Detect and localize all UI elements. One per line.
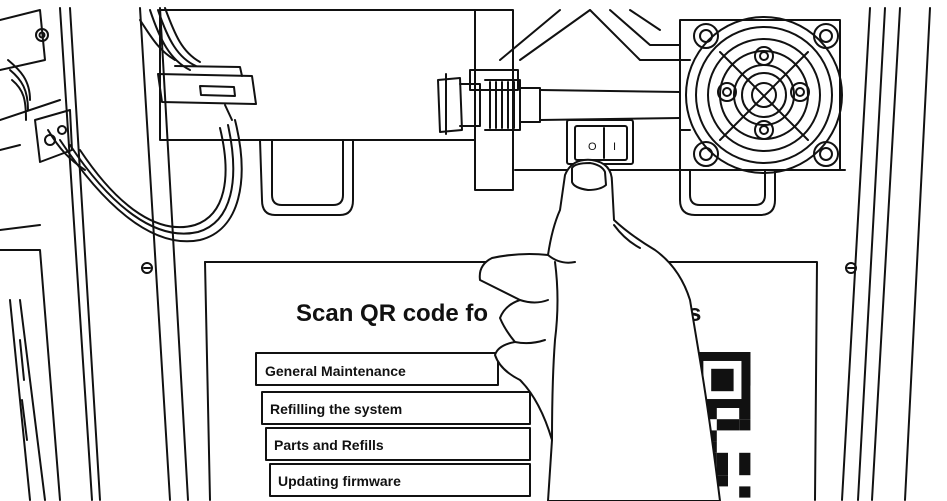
instruction-panel [204, 261, 818, 501]
qr-module [739, 408, 751, 420]
left-side-panel [0, 9, 73, 441]
qr-module [716, 475, 728, 487]
tube-fitting [437, 9, 681, 191]
pump-assembly [679, 16, 843, 174]
qr-module [716, 452, 728, 464]
switch-off-symbol: O [588, 141, 597, 153]
menu-item-general-maintenance[interactable]: General Maintenance [265, 363, 406, 379]
wire-connector [157, 65, 257, 121]
qr-module [711, 368, 734, 392]
panel-title-left: Scan QR code fo [296, 300, 488, 327]
cabinet-frame [0, 7, 931, 501]
qr-module [716, 419, 728, 431]
menu-item-parts-and-refills[interactable]: Parts and Refills [274, 437, 384, 453]
cabinet-screws [141, 262, 857, 274]
switch-on-symbol: I [613, 141, 616, 153]
menu-item-refilling-the-system[interactable]: Refilling the system [270, 401, 402, 417]
menu-item-updating-firmware[interactable]: Updating firmware [278, 473, 401, 489]
hand-pressing-switch [478, 158, 721, 501]
qr-module [739, 452, 751, 464]
qr-module [705, 408, 717, 420]
qr-module [728, 419, 740, 431]
wire-harness [47, 7, 243, 243]
power-switch[interactable] [566, 119, 634, 165]
qr-module [739, 486, 751, 498]
qr-module [716, 464, 728, 476]
qr-module [739, 419, 751, 431]
menu-boxes [255, 352, 531, 497]
qr-module [739, 464, 751, 476]
